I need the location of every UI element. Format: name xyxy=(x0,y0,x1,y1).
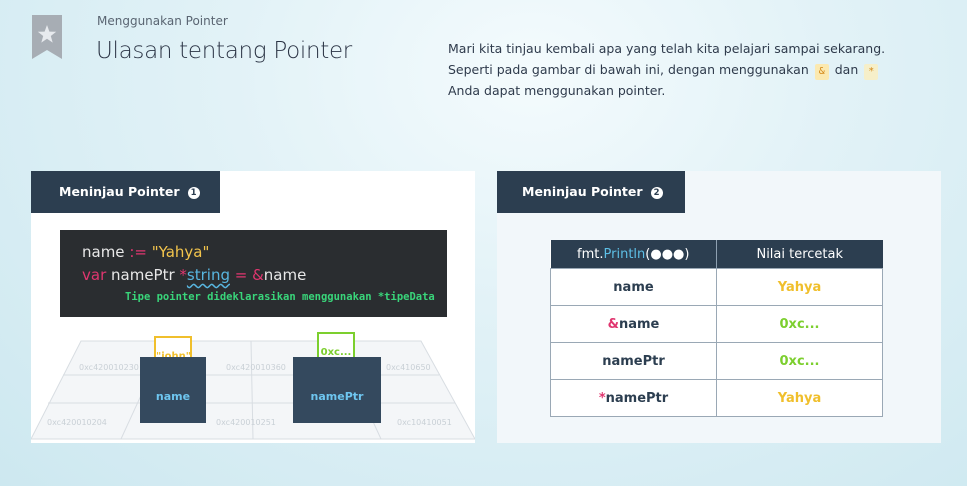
pointer-review-panel-1: Meninjau Pointer 1 name := "Yahya" var na… xyxy=(31,171,475,443)
intro-line-2: Seperti pada gambar di bawah ini, dengan… xyxy=(448,59,928,80)
lesson-subtitle: Menggunakan Pointer xyxy=(97,14,228,28)
panel-2-tab: Meninjau Pointer 2 xyxy=(497,171,685,213)
code-var-name: name xyxy=(82,243,125,261)
printed-value-cell: Yahya xyxy=(716,268,883,306)
printed-value-cell: Yahya xyxy=(716,379,883,417)
fmt-package: fmt. xyxy=(577,246,604,262)
intro-text: Mari kita tinjau kembali apa yang telah … xyxy=(448,38,928,101)
page-title: Ulasan tentang Pointer xyxy=(96,38,352,64)
expression-cell: name xyxy=(550,268,717,306)
code-ref-name: name xyxy=(263,266,307,284)
code-assign-op: := xyxy=(124,243,152,261)
println-args: (●●●) xyxy=(645,246,690,262)
column-header-println: fmt.Println(●●●) xyxy=(550,240,717,269)
column-header-printed-value: Nilai tercetak xyxy=(716,240,883,269)
println-function: Println xyxy=(603,246,646,262)
panel-2-tab-label: Meninjau Pointer xyxy=(522,184,643,199)
panel-2-number-badge: 2 xyxy=(650,187,663,199)
table-row: name Yahya xyxy=(550,268,883,306)
code-star: * xyxy=(179,266,187,284)
printed-value-cell: 0xc... xyxy=(716,305,883,343)
name-memory-box: name xyxy=(140,357,206,423)
table-row: namePtr 0xc... xyxy=(550,342,883,380)
intro-line-2-text: Seperti pada gambar di bawah ini, dengan… xyxy=(448,62,809,77)
memory-address: 0xc420010204 xyxy=(47,418,107,427)
memory-address: 0xc10410051 xyxy=(397,418,452,427)
expression-text: namePtr xyxy=(605,390,669,406)
memory-address: 0xc420010230 xyxy=(79,363,139,372)
name-box-label: name xyxy=(155,390,191,403)
printed-value-cell: 0xc... xyxy=(716,342,883,380)
nameptr-memory-box: namePtr xyxy=(293,357,381,423)
memory-grid: 0xc420010230 0xc420010360 0xc410650 0xc4… xyxy=(31,340,475,440)
panel-1-number-badge: 1 xyxy=(187,187,200,199)
code-ptr-name: namePtr xyxy=(106,266,180,284)
println-output-table: fmt.Println(●●●) Nilai tercetak name Yah… xyxy=(550,240,883,417)
code-var-keyword: var xyxy=(82,266,107,284)
asterisk-token: * xyxy=(864,64,879,80)
bookmark-icon[interactable] xyxy=(32,15,62,59)
code-annotation: Tipe pointer dideklarasikan menggunakan … xyxy=(125,291,435,303)
code-type: string xyxy=(186,266,230,284)
memory-address: 0xc410650 xyxy=(386,363,431,372)
memory-address: 0xc420010360 xyxy=(226,363,286,372)
nameptr-box-label: namePtr xyxy=(310,390,364,403)
expression-cell: *namePtr xyxy=(550,379,717,417)
intro-line-3: Anda dapat menggunakan pointer. xyxy=(448,83,666,98)
code-ampersand: & xyxy=(252,266,264,284)
intro-line-2-mid: dan xyxy=(834,62,859,77)
code-line-1: name := "Yahya" xyxy=(82,243,209,261)
code-snippet: name := "Yahya" var namePtr *string = &n… xyxy=(60,230,447,317)
code-string-literal: "Yahya" xyxy=(151,243,210,261)
expression-text: name xyxy=(613,279,654,295)
expression-cell: namePtr xyxy=(550,342,717,380)
table-header-row: fmt.Println(●●●) Nilai tercetak xyxy=(550,240,883,269)
memory-address: 0xc420010251 xyxy=(216,418,276,427)
table-row: *namePtr Yahya xyxy=(550,379,883,417)
expression-prefix: & xyxy=(607,316,619,332)
expression-prefix: * xyxy=(598,390,606,406)
panel-1-tab-label: Meninjau Pointer xyxy=(59,184,180,199)
panel-1-tab: Meninjau Pointer 1 xyxy=(31,171,220,213)
expression-text: name xyxy=(618,316,660,332)
expression-cell: &name xyxy=(550,305,717,343)
code-equals: = xyxy=(229,266,253,284)
code-line-2: var namePtr *string = &name xyxy=(82,266,306,284)
intro-line-1: Mari kita tinjau kembali apa yang telah … xyxy=(448,41,886,56)
ampersand-token: & xyxy=(814,64,829,80)
pointer-review-panel-2: Meninjau Pointer 2 fmt.Println(●●●) Nilai… xyxy=(497,171,941,443)
expression-text: namePtr xyxy=(602,353,665,369)
table-row: &name 0xc... xyxy=(550,305,883,343)
